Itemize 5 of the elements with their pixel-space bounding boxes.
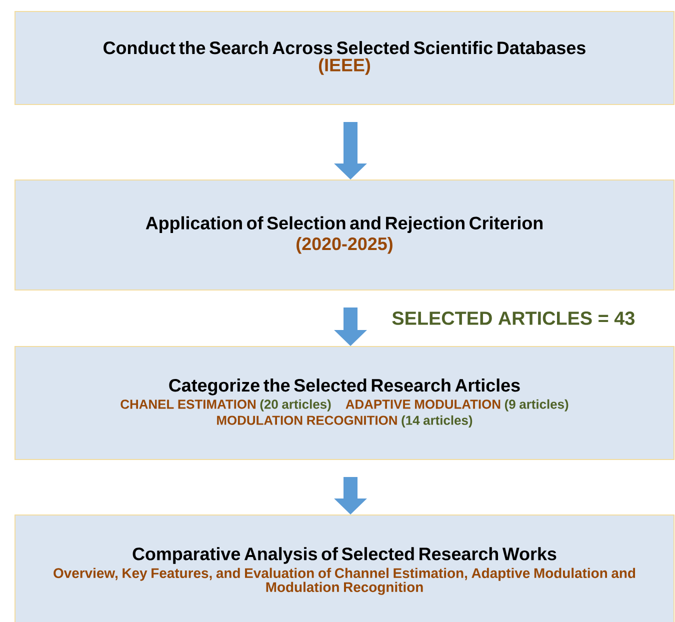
process-box: Conduct the Search Across Selected Scientific Databases (IEEE) xyxy=(14,11,674,105)
process-box: Categorize the Selected Research Articles CHANEL ESTIMATION (20 articles) ADAPTIVE MODULATION (9 articles) MODULATION RECOGNITION (14 articles) xyxy=(14,346,674,460)
edge-label: SELECTED ARTICLES = 43 xyxy=(392,312,634,325)
process-box: Application of Selection and Rejection Criterion (2020-2025) xyxy=(14,180,674,290)
process-box: Comparative Analysis of Selected Research Works Overview, Key Features, and Evaluation of Channel Estimation, Adaptive Modulation and Modulation Recognition xyxy=(14,514,674,622)
